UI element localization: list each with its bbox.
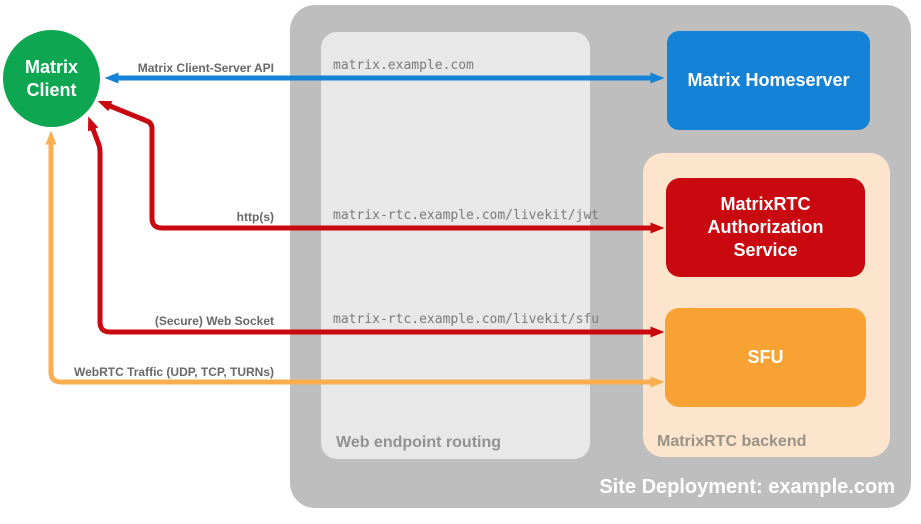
sfu-node: SFU — [665, 308, 866, 407]
matrixrtc-authorization-service-label: MatrixRTC Authorization Service — [707, 194, 824, 260]
edge-label-client-server-api: Matrix Client-Server API — [137, 61, 274, 75]
edge-label-webrtc-traffic: WebRTC Traffic (UDP, TCP, TURNs) — [73, 365, 274, 379]
matrixrtc-backend-caption: MatrixRTC backend — [657, 433, 807, 450]
matrixrtc-authorization-service-node: MatrixRTC Authorization Service — [666, 178, 865, 277]
matrix-homeserver-label: Matrix Homeserver — [687, 70, 850, 90]
site-deployment-caption: Site Deployment: example.com — [599, 476, 895, 498]
sfu-label: SFU — [747, 347, 784, 367]
web-endpoint-routing-container: Web endpoint routing — [321, 32, 590, 459]
web-endpoint-routing-caption: Web endpoint routing — [336, 434, 502, 451]
edge-label-https: http(s) — [236, 210, 274, 224]
endpoint-label-livekit-jwt: matrix-rtc.example.com/livekit/jwt — [333, 208, 600, 223]
matrix-client-node: Matrix Client — [3, 30, 100, 127]
matrix-client-label: Matrix Client — [24, 56, 78, 100]
matrix-homeserver-node: Matrix Homeserver — [667, 31, 870, 130]
edge-label-web-socket: (Secure) Web Socket — [154, 314, 274, 328]
endpoint-label-livekit-sfu: matrix-rtc.example.com/livekit/sfu — [333, 312, 600, 327]
endpoint-label-homeserver: matrix.example.com — [333, 58, 474, 73]
